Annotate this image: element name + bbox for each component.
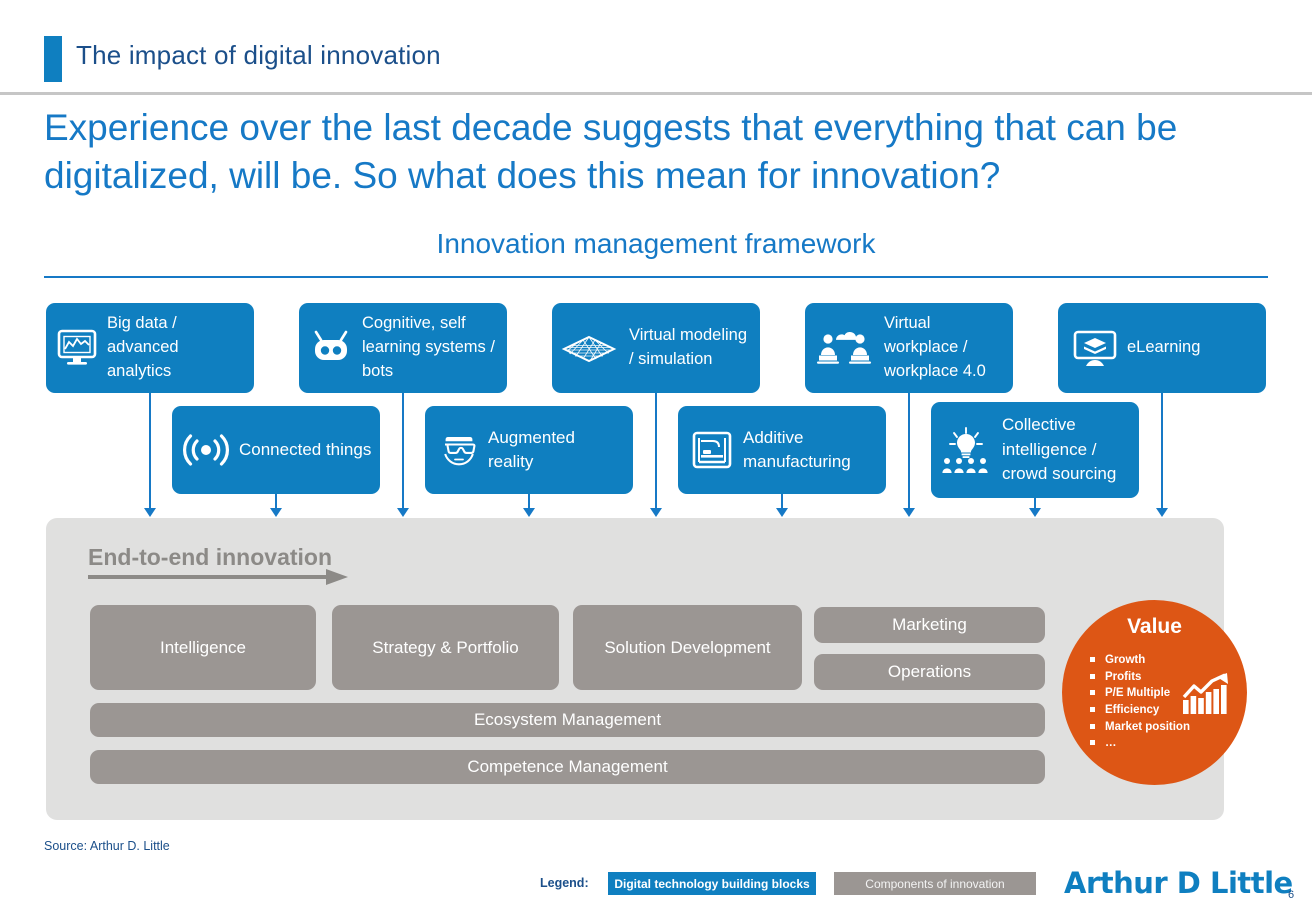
growth-bar-chart-arrow-icon [1181,672,1233,721]
3d-printer-icon [690,429,734,471]
stage-label: Strategy & Portfolio [372,637,519,657]
value-list: Growth Profits P/E Multiple Efficiency M… [1090,652,1190,752]
value-item: … [1090,735,1190,752]
connector-arrowhead [270,508,282,517]
tech-block-augmented-reality[interactable]: Augmented reality [425,406,633,494]
wireless-signal-icon [182,430,230,470]
connector-line [908,393,910,511]
tech-block-label: Cognitive, self learning systems / bots [362,314,495,380]
header-divider [0,92,1312,95]
connector-arrowhead [776,508,788,517]
connector-line [402,393,404,511]
tech-block-label: Augmented reality [488,427,575,471]
framework-title: Innovation management framework [436,228,876,259]
value-item: Market position [1090,719,1190,736]
monitor-analytics-icon [56,328,98,368]
stage-box-operations[interactable]: Operations [814,654,1045,690]
value-title: Value [1127,615,1182,638]
stage-label: Ecosystem Management [473,710,662,729]
tech-block-label: Big data / advanced analytics [107,314,179,380]
connector-arrowhead [1156,508,1168,517]
stage-box-strategy-portfolio[interactable]: Strategy & Portfolio [332,605,559,690]
stage-box-marketing[interactable]: Marketing [814,607,1045,643]
tech-block-label: Collective intelligence / crowd sourcing [1002,415,1117,484]
tech-block-virtual-modeling[interactable]: Virtual modeling / simulation [552,303,760,393]
headline: Experience over the last decade suggests… [44,107,1178,197]
connector-arrowhead [397,508,409,517]
connector-line [655,393,657,511]
tech-block-label: Additive manufacturing [743,427,851,471]
connector-line [275,494,277,511]
stage-label: Intelligence [159,637,246,657]
arthur-d-little-logo: Arthur D Little [1064,866,1293,900]
connector-line [528,494,530,511]
tech-block-label: Connected things [239,439,372,459]
mesh-surface-icon [558,328,620,368]
tech-block-virtual-workplace[interactable]: Virtual workplace / workplace 4.0 [805,303,1013,393]
stage-label: Solution Development [604,637,771,657]
legend-item-digital-technology: Digital technology building blocks [608,872,816,895]
lightbulb-crowd-icon [939,426,993,474]
connector-arrowhead [650,508,662,517]
stage-label: Marketing [892,615,967,634]
value-item: Efficiency [1090,702,1190,719]
tech-block-label: eLearning [1127,338,1201,357]
stage-box-ecosystem-management[interactable]: Ecosystem Management [90,703,1045,737]
tech-block-connected-things[interactable]: Connected things [172,406,380,494]
connector-arrowhead [903,508,915,517]
end-to-end-arrow-icon [88,569,348,585]
connector-line [781,494,783,511]
page-number: 6 [1288,889,1295,901]
page-title: The impact of digital innovation [76,40,441,70]
tech-block-cognitive[interactable]: Cognitive, self learning systems / bots [299,303,507,393]
legend-item-components-of-innovation: Components of innovation [834,872,1036,895]
connector-arrowhead [144,508,156,517]
source-note: Source: Arthur D. Little [44,839,170,853]
connector-line [149,393,151,511]
vr-headset-icon [439,430,479,470]
connector-arrowhead [1029,508,1041,517]
connector-arrowhead [523,508,535,517]
header-accent-bar [44,36,62,82]
value-circle: Value Growth Profits P/E Multiple Effici… [1062,600,1247,785]
stage-box-intelligence[interactable]: Intelligence [90,605,316,690]
stage-label: Operations [887,662,972,681]
robot-icon [309,328,353,368]
stage-label: Competence Management [467,757,668,776]
tech-block-label: Virtual modeling / simulation [629,326,748,368]
tech-block-additive-manufacturing[interactable]: Additive manufacturing [678,406,886,494]
legend-label: Legend: [540,876,589,890]
value-item: Growth [1090,652,1190,669]
stage-box-competence-management[interactable]: Competence Management [90,750,1045,784]
stage-box-solution-development[interactable]: Solution Development [573,605,802,690]
connector-line [1034,498,1036,511]
monitor-books-icon [1072,328,1118,368]
tech-block-elearning[interactable]: eLearning [1058,303,1266,393]
framework-divider [44,276,1268,278]
tech-block-collective-intelligence[interactable]: Collective intelligence / crowd sourcing [931,402,1139,498]
end-to-end-innovation-label: End-to-end innovation [88,544,333,570]
tech-block-label: Virtual workplace / workplace 4.0 [884,314,986,380]
value-item: Profits [1090,669,1190,686]
value-item: P/E Multiple [1090,685,1190,702]
connector-line [1161,393,1163,511]
people-cloud-laptops-icon [813,328,875,368]
tech-block-big-data[interactable]: Big data / advanced analytics [46,303,254,393]
